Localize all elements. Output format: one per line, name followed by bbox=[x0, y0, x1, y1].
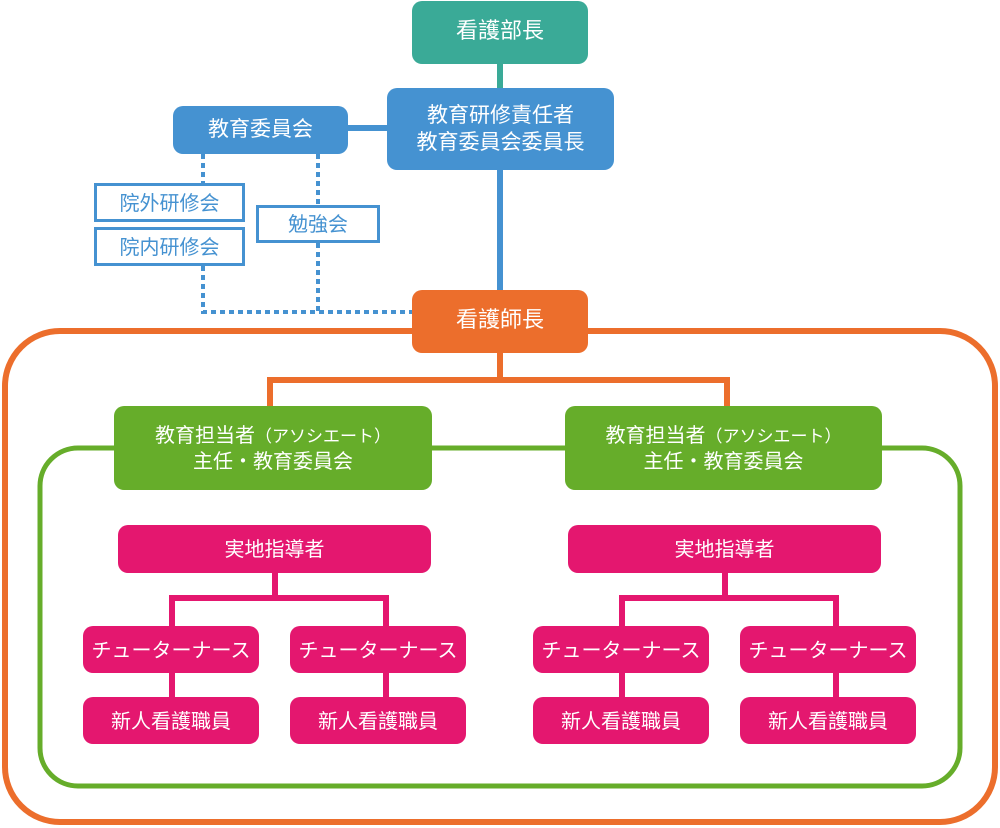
tutor-label: チューターナース bbox=[541, 637, 701, 662]
preceptor-box-left: 実地指導者 bbox=[118, 525, 431, 573]
study-group-box: 勉強会 bbox=[256, 205, 380, 243]
tutor-label: チューターナース bbox=[91, 637, 251, 662]
new-staff-box: 新人看護職員 bbox=[83, 697, 259, 744]
internal-training-label: 院内研修会 bbox=[119, 234, 220, 259]
new-staff-box: 新人看護職員 bbox=[533, 697, 709, 744]
new-staff-label: 新人看護職員 bbox=[318, 708, 438, 733]
head-nurse-box: 看護師長 bbox=[412, 290, 588, 353]
new-staff-box: 新人看護職員 bbox=[290, 697, 466, 744]
study-group-label: 勉強会 bbox=[288, 212, 348, 236]
head-nurse-label: 看護師長 bbox=[455, 308, 544, 334]
head-nurse-scope-frame bbox=[2, 328, 998, 825]
associate-title: 教育担当者（アソシエート） bbox=[606, 422, 842, 448]
nursing-director-box: 看護部長 bbox=[412, 1, 588, 64]
committee-chair-title: 教育委員会委員長 bbox=[416, 130, 585, 154]
associate-paren: （アソシエート） bbox=[255, 426, 391, 447]
associate-role: 主任・教育委員会 bbox=[193, 449, 353, 474]
associate-title: 教育担当者（アソシエート） bbox=[155, 422, 391, 448]
external-training-label: 院外研修会 bbox=[119, 190, 220, 215]
training-lead-box: 教育研修責任者 教育委員会委員長 bbox=[387, 88, 614, 170]
head-nurse-branch bbox=[267, 377, 730, 407]
associate-label: 教育担当者 bbox=[605, 422, 706, 447]
associate-role: 主任・教育委員会 bbox=[643, 449, 804, 474]
education-committee-box: 教育委員会 bbox=[173, 106, 348, 154]
external-training-box: 院外研修会 bbox=[94, 183, 245, 222]
preceptor-label: 実地指導者 bbox=[224, 537, 325, 561]
tutor-box: チューターナース bbox=[83, 626, 259, 673]
dotted-connectors bbox=[201, 154, 412, 314]
internal-training-box: 院内研修会 bbox=[94, 227, 245, 266]
pink-connectors bbox=[169, 573, 839, 698]
new-staff-label: 新人看護職員 bbox=[111, 708, 231, 733]
tutor-box: チューターナース bbox=[290, 626, 466, 673]
associate-paren: （アソシエート） bbox=[705, 426, 842, 447]
tutor-box: チューターナース bbox=[533, 626, 709, 673]
tutor-box: チューターナース bbox=[740, 626, 916, 673]
preceptor-label: 実地指導者 bbox=[674, 537, 775, 561]
nursing-director-label: 看護部長 bbox=[455, 19, 544, 45]
training-lead-title: 教育研修責任者 bbox=[427, 102, 574, 127]
new-staff-label: 新人看護職員 bbox=[561, 708, 681, 733]
associate-scope-frame bbox=[37, 445, 963, 789]
new-staff-label: 新人看護職員 bbox=[768, 708, 888, 733]
associate-label: 教育担当者 bbox=[155, 422, 255, 447]
education-committee-label: 教育委員会 bbox=[208, 117, 313, 142]
tutor-label: チューターナース bbox=[748, 637, 908, 662]
associate-box-right: 教育担当者（アソシエート） 主任・教育委員会 bbox=[565, 406, 882, 490]
preceptor-box-right: 実地指導者 bbox=[568, 525, 881, 573]
tutor-label: チューターナース bbox=[298, 637, 458, 662]
new-staff-box: 新人看護職員 bbox=[740, 697, 916, 744]
associate-box-left: 教育担当者（アソシエート） 主任・教育委員会 bbox=[114, 406, 432, 490]
